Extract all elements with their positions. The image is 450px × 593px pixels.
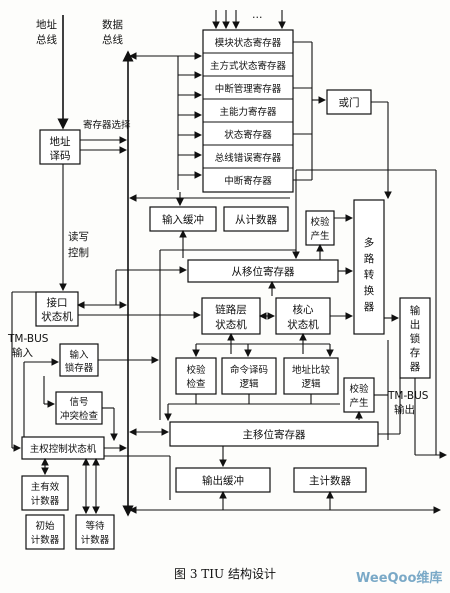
master-valid-label-2: 计数器 [31,495,60,507]
master-valid-counter: 主有效 计数器 [21,475,69,511]
register-select-label: 寄存器选择 [83,119,131,131]
link-layer-fsm: 链路层 状态机 [201,297,261,335]
check-generator-1: 校验 产生 [305,210,335,246]
cmd-decode-label-2: 逻辑 [239,378,259,390]
output-buffer: 输出缓冲 [175,467,271,493]
iface-fsm-label-2: 状态机 [41,310,73,323]
slave-counter: 从计数器 [223,206,289,232]
register-master-mode-status: 主方式状态寄存器 [210,60,287,72]
output-buffer-label: 输出缓冲 [202,474,244,487]
out-latch-label-4: 存 [410,346,421,359]
addr-compare-label-1: 地址比较 [292,364,331,376]
check-check-label-1: 校验 [186,364,206,376]
master-shift-label: 主移位寄存器 [243,428,306,441]
rw-control-label-2: 控制 [68,246,89,259]
init-counter: 初始 计数器 [25,514,65,550]
figure-caption: 图 3 TIU 结构设计 [174,566,276,581]
slave-counter-label: 从计数器 [235,213,277,226]
iface-fsm-label-1: 接口 [47,296,68,309]
register-module-status: 模块状态寄存器 [215,37,282,49]
out-latch-label-5: 器 [410,361,421,373]
register-interrupt: 中断寄存器 [224,175,272,187]
in-latch-label-1: 输入 [69,349,89,361]
ellipsis-label: … [252,9,263,21]
output-latch: 输 出 锁 存 器 [399,297,431,379]
mux-label-3: 转 [364,268,375,281]
watermark-logo: WeeQoo维库 [356,570,442,586]
core-fsm-label-2: 状态机 [287,318,319,331]
signal-conflict-checker: 信号 冲突检查 [55,391,103,425]
address-decoder-label-2: 译码 [50,150,71,162]
addr-bus-label-1: 地址 [36,18,57,31]
mux-label-5: 器 [364,301,375,313]
data-bus-label-2: 总线 [102,33,123,46]
or-gate-label: 或门 [339,96,360,109]
tmbus-out-label-2: 输出 [394,403,415,416]
addr-compare-label-2: 逻辑 [301,378,321,390]
check-gen2-label-1: 校验 [349,383,369,395]
master-control-fsm: 主权控制状态机 [21,436,105,460]
wait-counter-label-1: 等待 [85,520,105,532]
check-gen2-label-2: 产生 [349,397,369,409]
register-master-capability: 主能力寄存器 [219,106,277,118]
input-buffer: 输入缓冲 [149,206,217,232]
link-fsm-label-1: 链路层 [215,303,247,316]
out-latch-label-1: 输 [410,304,421,317]
wait-counter-label-2: 计数器 [81,534,110,546]
slave-shift-label: 从移位寄存器 [232,265,295,278]
mux-label-1: 多 [364,236,375,249]
check-gen1-label-1: 校验 [310,216,330,228]
check-generator-2: 校验 产生 [343,377,375,413]
tmbus-in-label-1: TM-BUS [7,333,49,345]
command-decoder: 命令译码 逻辑 [221,357,277,395]
cmd-decode-label-1: 命令译码 [230,364,268,376]
data-bus-label-1: 数据 [102,18,123,31]
addr-bus-label-2: 总线 [36,33,57,46]
top-input-arrows [212,10,286,30]
address-decoder: 地址 译码 [39,129,81,165]
link-fsm-label-2: 状态机 [215,318,247,331]
multiplexer: 多 路 转 换 器 [353,199,385,335]
init-counter-label-2: 计数器 [31,534,60,546]
mux-label-2: 路 [364,252,375,265]
check-checker: 校验 检查 [175,357,217,395]
tmbus-out-label-1: TM-BUS [387,390,429,402]
or-gate: 或门 [326,89,372,115]
address-decoder-label-1: 地址 [50,135,71,148]
register-bus-links [128,52,203,207]
sig-conflict-label-1: 信号 [69,396,88,408]
rw-control-label-1: 读写 [68,230,89,243]
init-counter-label-1: 初始 [35,520,55,532]
out-latch-label-2: 出 [410,318,421,331]
address-comparator: 地址比较 逻辑 [283,357,339,395]
wait-counter: 等待 计数器 [75,514,115,550]
master-counter: 主计数器 [293,467,367,493]
check-check-label-2: 检查 [186,378,206,390]
register-bus-error: 总线错误寄存器 [215,152,282,164]
register-stack: 模块状态寄存器 主方式状态寄存器 中断管理寄存器 主能力寄存器 状态寄存器 总线… [202,29,294,193]
check-gen1-label-2: 产生 [310,230,330,242]
mux-label-4: 换 [364,284,375,297]
core-fsm: 核心 状态机 [275,297,331,335]
core-fsm-label-1: 核心 [293,303,314,316]
sig-conflict-label-2: 冲突检查 [60,410,99,422]
in-latch-label-2: 锁存器 [65,362,94,374]
master-valid-label-1: 主有效 [31,481,60,493]
input-latch: 输入 锁存器 [59,343,99,377]
out-latch-label-3: 锁 [410,332,421,345]
register-to-or-links [293,41,327,181]
master-shift-register: 主移位寄存器 [169,421,379,447]
master-ctrl-label: 主权控制状态机 [30,443,97,455]
register-interrupt-mgmt: 中断管理寄存器 [215,83,282,95]
master-counter-label: 主计数器 [309,474,351,487]
input-buffer-label: 输入缓冲 [162,213,204,226]
slave-shift-register: 从移位寄存器 [187,259,339,283]
register-status: 状态寄存器 [224,129,272,141]
interface-fsm: 接口 状态机 [35,291,79,327]
tmbus-in-label-2: 输入 [12,346,33,359]
